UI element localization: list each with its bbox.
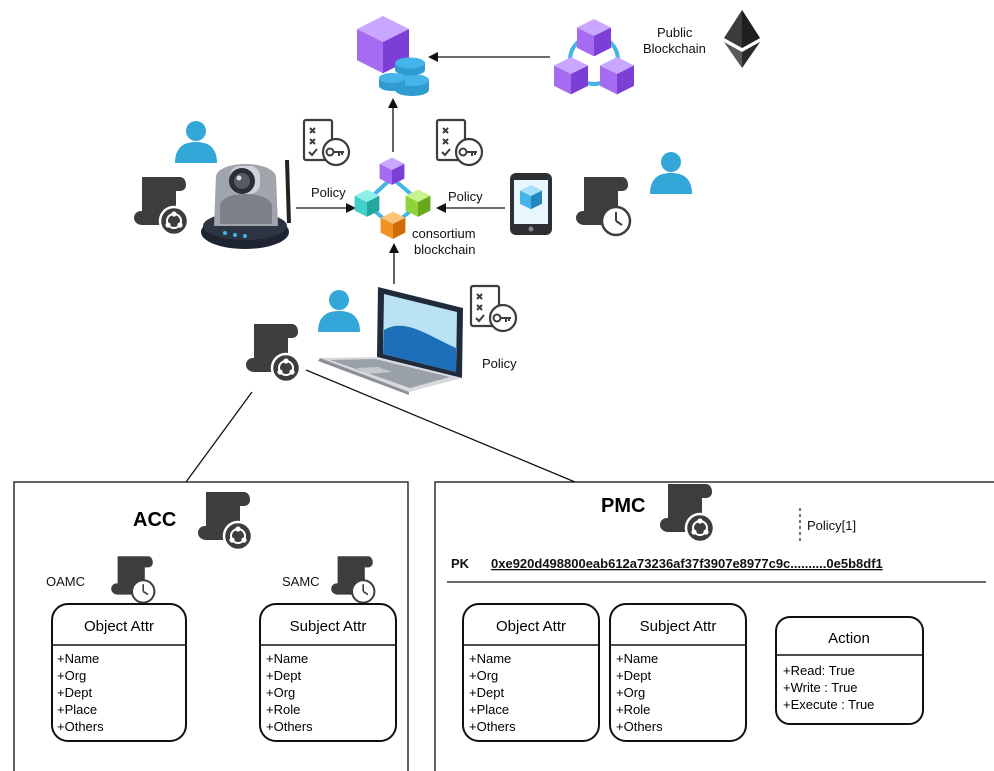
pk-value: 0xe920d498800eab612a73236af37f3907e8977c… — [491, 556, 883, 571]
pmc-object-item: +Others — [469, 719, 516, 734]
policy-label-camera: Policy — [311, 185, 346, 200]
pmc-object-item: +Org — [469, 668, 498, 683]
contract-to-pmc-line — [305, 369, 576, 483]
acc-object-card-title: Object Attr — [84, 618, 154, 635]
pmc-subject-item: +Role — [616, 702, 650, 717]
acc-subject-card-title: Subject Attr — [290, 618, 367, 635]
pmc-subject-item: +Org — [616, 685, 645, 700]
pmc-object-item: +Dept — [469, 685, 504, 700]
acc-subject-item: +Org — [266, 685, 295, 700]
pmc-subject-card-title: Subject Attr — [640, 618, 717, 635]
pmc-action-item: +Read: True — [783, 663, 855, 678]
pmc-subject-attr-card: Subject Attr +Name +Dept +Org +Role +Oth… — [609, 603, 747, 742]
ethereum-icon — [724, 10, 760, 68]
samc-label: SAMC — [282, 574, 320, 589]
acc-object-attr-card: Object Attr +Name +Org +Dept +Place +Oth… — [51, 603, 187, 742]
policy-document-icon-camera — [302, 118, 351, 167]
pmc-action-item: +Execute : True — [783, 697, 874, 712]
pmc-object-item: +Place — [469, 702, 509, 717]
acc-title: ACC — [133, 509, 176, 531]
user-icon-laptop — [318, 290, 360, 332]
storage-node-icon — [357, 16, 429, 96]
pmc-subject-item: +Dept — [616, 668, 651, 683]
pk-label: PK — [451, 556, 470, 571]
smart-contract-clock-icon-phone — [576, 177, 630, 235]
pmc-title: PMC — [601, 495, 645, 517]
policy-ref-label: Policy[1] — [807, 518, 856, 533]
policy-document-icon-phone — [435, 118, 484, 167]
pmc-subject-item: +Others — [616, 719, 663, 734]
oamc-label: OAMC — [46, 574, 85, 589]
acc-subject-item: +Dept — [266, 668, 301, 683]
pmc-action-card: Action +Read: True +Write : True +Execut… — [775, 616, 924, 725]
database-icon — [379, 57, 429, 96]
acc-subject-item: +Role — [266, 702, 300, 717]
acc-object-item: +Org — [57, 668, 86, 683]
laptop-icon — [318, 287, 463, 395]
policy-label-laptop: Policy — [482, 356, 517, 371]
pmc-subject-item: +Name — [616, 651, 658, 666]
smartphone-icon — [510, 173, 552, 235]
contract-to-acc-line — [185, 391, 253, 483]
connectors — [185, 52, 576, 483]
public-blockchain-label-line2: Blockchain — [643, 41, 706, 56]
public-blockchain-icon — [554, 19, 634, 95]
acc-object-item: +Others — [57, 719, 104, 734]
acc-subject-item: +Name — [266, 651, 308, 666]
pmc-object-item: +Name — [469, 651, 511, 666]
pmc-action-item: +Write : True — [783, 680, 858, 695]
pmc-action-card-title: Action — [828, 630, 870, 647]
acc-subject-attr-card: Subject Attr +Name +Dept +Org +Role +Oth… — [259, 603, 397, 742]
public-blockchain-label-line1: Public — [657, 25, 693, 40]
policy-document-icon-laptop — [469, 284, 518, 333]
acc-object-item: +Dept — [57, 685, 92, 700]
acc-object-item: +Name — [57, 651, 99, 666]
user-icon-camera — [175, 121, 217, 163]
pmc-object-card-title: Object Attr — [496, 618, 566, 635]
consortium-label-line1: consortium — [412, 226, 476, 241]
pmc-object-attr-card: Object Attr +Name +Org +Dept +Place +Oth… — [462, 603, 600, 742]
smart-contract-icon-laptop — [246, 324, 300, 382]
acc-subject-item: +Others — [266, 719, 313, 734]
acc-object-item: +Place — [57, 702, 97, 717]
ip-camera-icon — [201, 159, 291, 249]
smart-contract-icon-camera — [134, 177, 188, 235]
policy-label-phone: Policy — [448, 189, 483, 204]
user-icon-phone — [650, 152, 692, 194]
consortium-label-line2: blockchain — [414, 242, 475, 257]
consortium-blockchain-icon — [354, 157, 431, 239]
